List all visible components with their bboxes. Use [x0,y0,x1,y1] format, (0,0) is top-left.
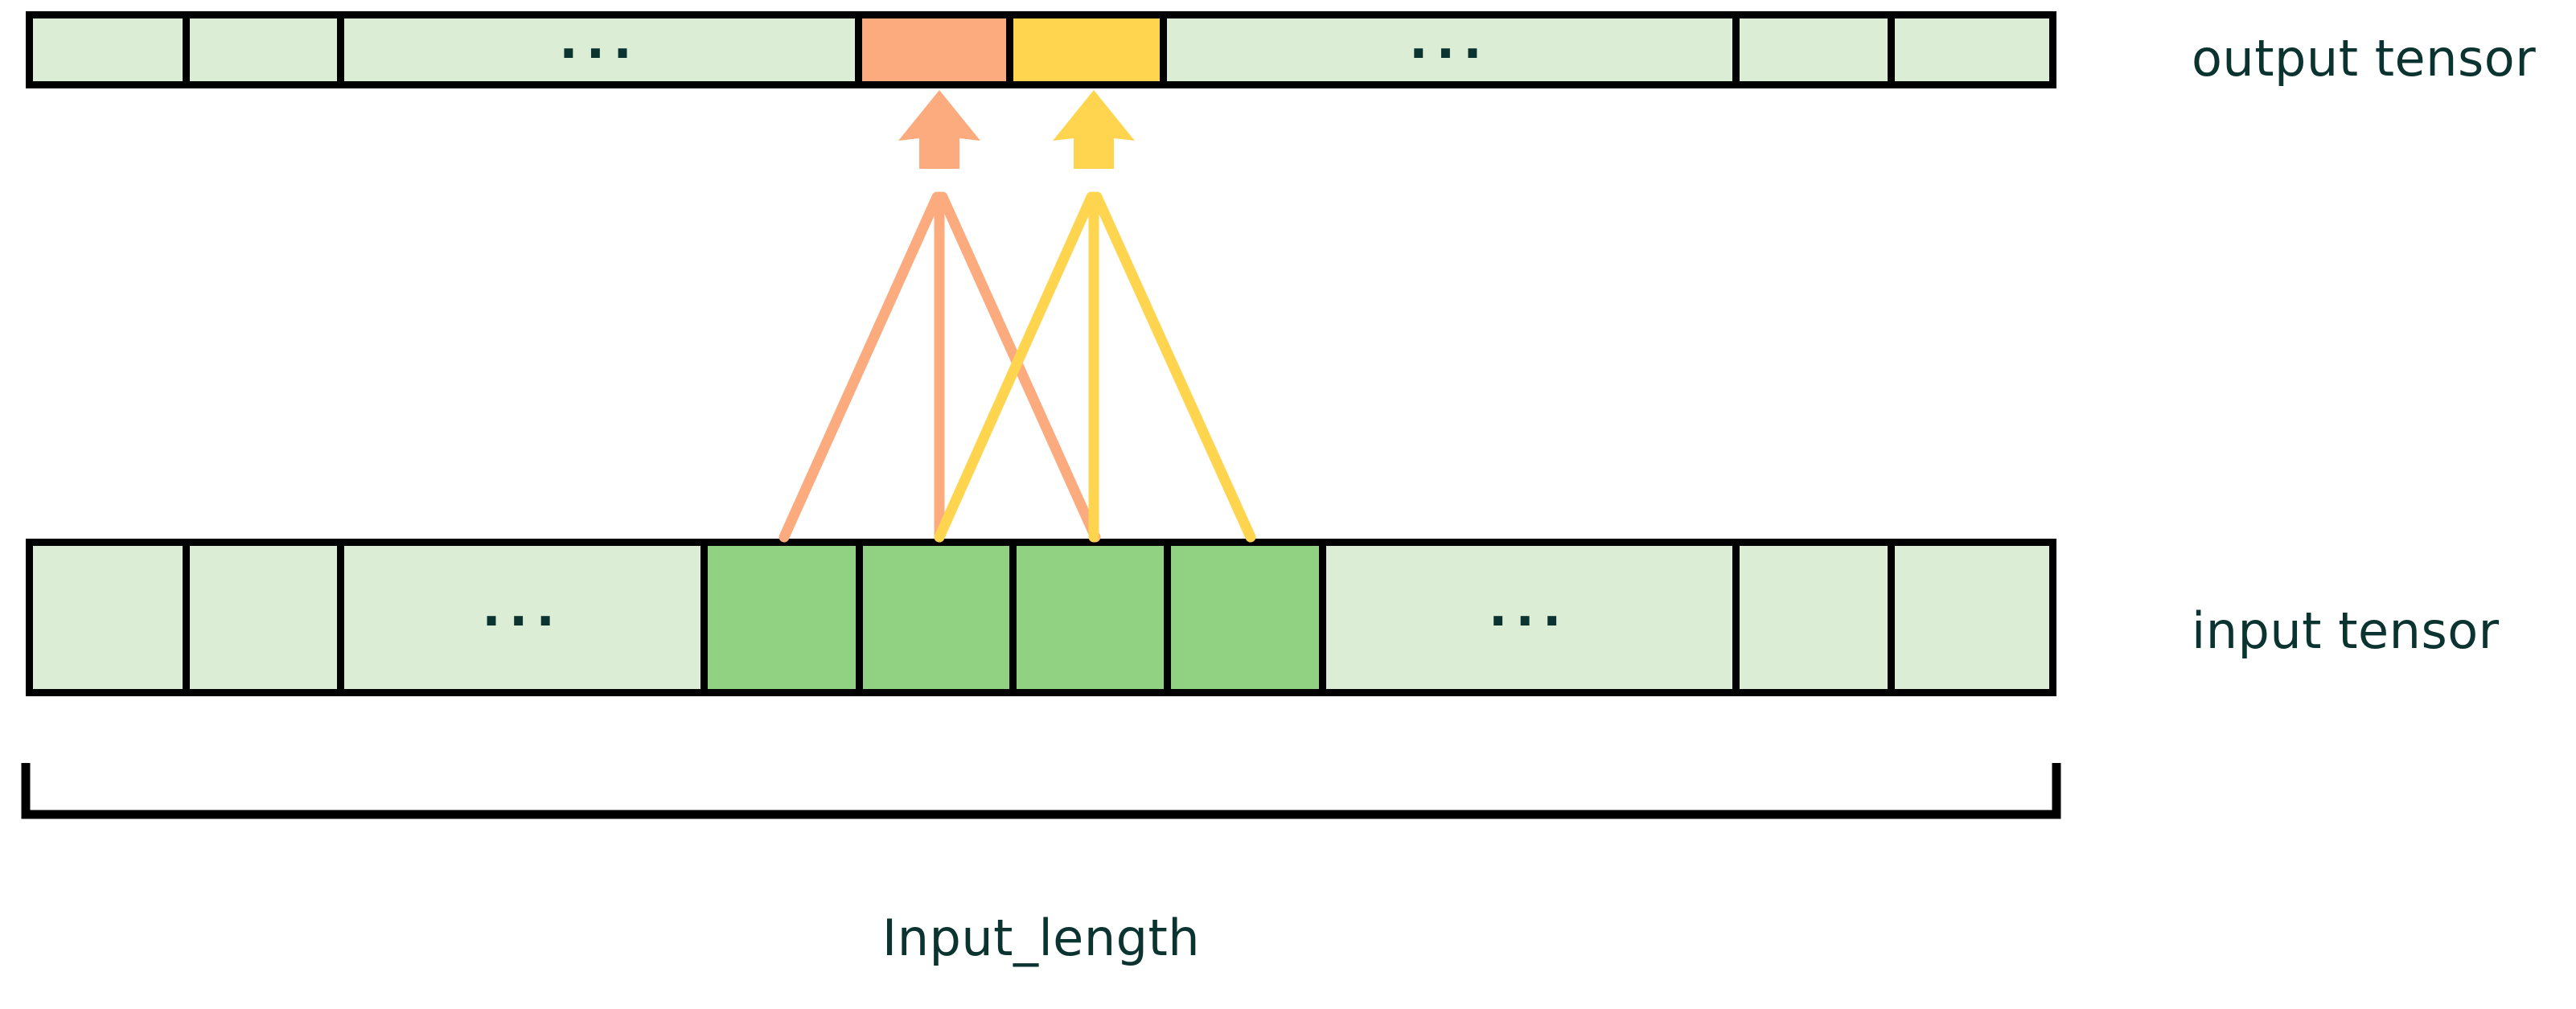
output-cell[interactable] [33,18,190,81]
output-cell-ellipsis[interactable]: ... [344,10,862,81]
ellipsis-text: ... [1409,10,1490,70]
yellow-arrow-line-right [1091,191,1256,543]
output-cell[interactable] [1739,18,1896,81]
output-cell[interactable] [1895,18,2049,81]
orange-arrow-line-left [779,191,943,543]
orange-arrow-head [898,90,980,169]
output-cell[interactable] [189,18,345,81]
orange-arrow-group [779,90,1101,543]
output-cell-ellipsis[interactable]: ... [1166,10,1740,81]
ellipsis-text: ... [482,578,563,638]
input-cell[interactable] [33,546,190,689]
input-cell-ellipsis[interactable]: ... [344,546,708,689]
input-cell-window-0[interactable] [707,546,863,689]
input-cell-window-1[interactable] [862,546,1017,689]
ellipsis-text: ... [1488,578,1570,638]
input-length-label: Input_length [881,909,1201,967]
input-cell-window-2[interactable] [1017,546,1171,689]
orange-arrow-line-right [937,191,1101,543]
output-cell-highlight-orange[interactable] [861,18,1014,81]
yellow-arrow-group [934,90,1256,543]
output-tensor-row: ... ... [26,11,2056,88]
output-tensor-label: output tensor [2192,29,2537,88]
yellow-arrow-line-left [934,191,1097,543]
input-tensor-row: ... ... [26,539,2056,696]
input-cell[interactable] [1739,546,1896,689]
input-tensor-label: input tensor [2192,601,2500,660]
input-cell-ellipsis[interactable]: ... [1325,546,1740,689]
output-cell-highlight-yellow[interactable] [1013,18,1167,81]
ellipsis-text: ... [559,10,640,70]
yellow-arrow-head [1053,90,1135,169]
input-cell[interactable] [189,546,345,689]
input-cell-window-3[interactable] [1170,546,1326,689]
bracket-path [21,763,2061,819]
input-cell[interactable] [1895,546,2049,689]
